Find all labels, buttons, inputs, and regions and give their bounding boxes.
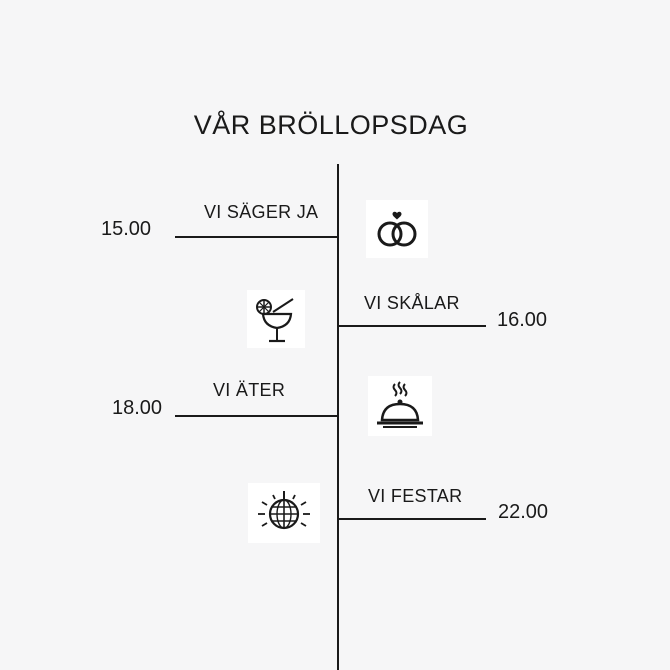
event-time-3: 18.00: [112, 397, 163, 419]
event-label-3: VI ÄTER: [213, 380, 286, 400]
event-label-2: VI SKÅLAR: [364, 293, 460, 313]
cocktail-glass-icon: [247, 290, 305, 348]
wedding-rings-icon: [366, 200, 428, 258]
event-connector-4: [339, 518, 486, 520]
timeline-axis: [337, 164, 339, 670]
event-connector-2: [339, 325, 486, 327]
event-time-1: 15.00: [101, 218, 152, 240]
event-connector-1: [175, 236, 337, 238]
event-label-4: VI FESTAR: [368, 486, 463, 506]
disco-ball-icon: [248, 483, 320, 543]
event-label-1: VI SÄGER JA: [204, 202, 319, 222]
event-connector-3: [175, 415, 337, 417]
event-time-4: 22.00: [498, 501, 549, 523]
page-title: VÅR BRÖLLOPSDAG: [193, 110, 469, 140]
event-time-2: 16.00: [497, 309, 548, 331]
food-cloche-icon: [368, 376, 432, 436]
